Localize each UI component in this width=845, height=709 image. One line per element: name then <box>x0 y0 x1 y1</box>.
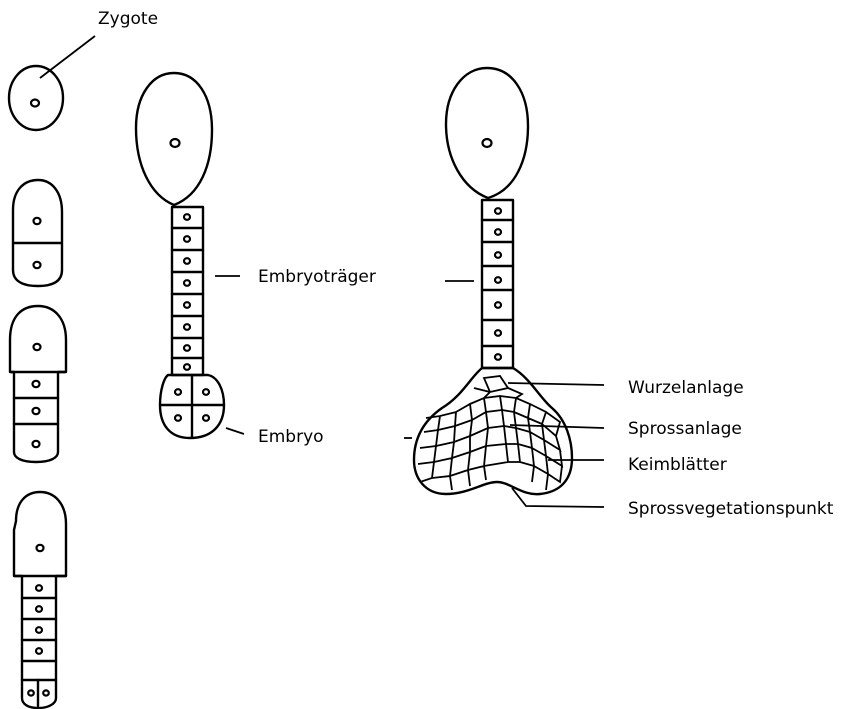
suspensor-nucleus <box>184 364 190 370</box>
filament-nucleus <box>33 408 40 414</box>
suspensor-nucleus <box>184 345 190 351</box>
filament-nucleus <box>33 441 40 447</box>
zygote-label: Zygote <box>98 9 158 29</box>
embryo-leader-line <box>226 428 244 434</box>
embryo-label: Embryo <box>258 427 324 447</box>
embryo-nucleus <box>203 415 209 421</box>
filament-nucleus <box>33 381 40 387</box>
root-primordium-label: Wurzelanlage <box>628 378 744 398</box>
stage-2b-filament <box>10 306 66 462</box>
suspensor-nucleus <box>495 354 501 360</box>
suspensor-nucleus <box>495 277 501 283</box>
shoot-primordium-label: Sprossanlage <box>628 419 742 439</box>
zygote-leader-line <box>40 36 95 78</box>
shoot-primordium-leader <box>510 425 604 428</box>
long-filament-nucleus <box>36 606 42 612</box>
stage-2-two-cell <box>13 180 62 286</box>
suspensor-nucleus <box>184 302 190 308</box>
suspensor-nucleus <box>495 208 501 214</box>
suspensor-nucleus <box>495 330 501 336</box>
zygote-nucleus <box>31 100 39 107</box>
stage-4-heart-embryo: Wurzelanlage Sprossanlage Keimblätter Sp… <box>404 68 834 519</box>
long-filament-nucleus <box>36 648 42 654</box>
suspensor-nucleus <box>184 214 190 220</box>
long-filament-outline <box>14 492 66 708</box>
embryo-nucleus <box>175 389 181 395</box>
basal-cell-nucleus <box>483 139 492 147</box>
long-filament-nucleus <box>36 627 42 633</box>
embryo-cell-network <box>418 376 562 490</box>
long-filament-nucleus <box>37 545 44 551</box>
suspensor-nucleus <box>184 258 190 264</box>
basal-cell <box>446 68 528 198</box>
basal-nucleus <box>34 262 41 268</box>
stage-1-zygote: Zygote <box>9 9 158 130</box>
long-filament-nucleus <box>28 690 34 695</box>
suspensor-nucleus <box>184 324 190 330</box>
suspensor-nucleus <box>495 229 501 235</box>
filament-nucleus <box>34 344 41 350</box>
zygote-cell <box>9 66 63 130</box>
apical-nucleus <box>34 218 41 224</box>
two-cell-outline <box>13 180 62 286</box>
suspensor-nucleus <box>495 252 501 258</box>
suspensor-nucleus <box>184 236 190 242</box>
stage-2c-filament <box>14 492 66 708</box>
shoot-apex-label: Sprossvegetationspunkt <box>628 499 834 519</box>
suspensor-nucleus <box>495 302 501 308</box>
cotyledons-label: Keimblätter <box>628 455 727 475</box>
suspensor-label: Embryoträger <box>258 267 376 287</box>
suspensor-column <box>482 200 513 368</box>
shoot-apex-leader <box>512 488 604 507</box>
stage-3-suspensor: Embryoträger Embryo <box>136 73 376 447</box>
basal-cell-nucleus <box>171 139 180 147</box>
suspensor-nucleus <box>184 280 190 286</box>
root-primordium-leader <box>508 383 604 385</box>
embryo-nucleus <box>203 389 209 395</box>
long-filament-nucleus <box>36 585 42 591</box>
long-filament-nucleus <box>43 690 49 695</box>
embryo-nucleus <box>175 415 181 421</box>
